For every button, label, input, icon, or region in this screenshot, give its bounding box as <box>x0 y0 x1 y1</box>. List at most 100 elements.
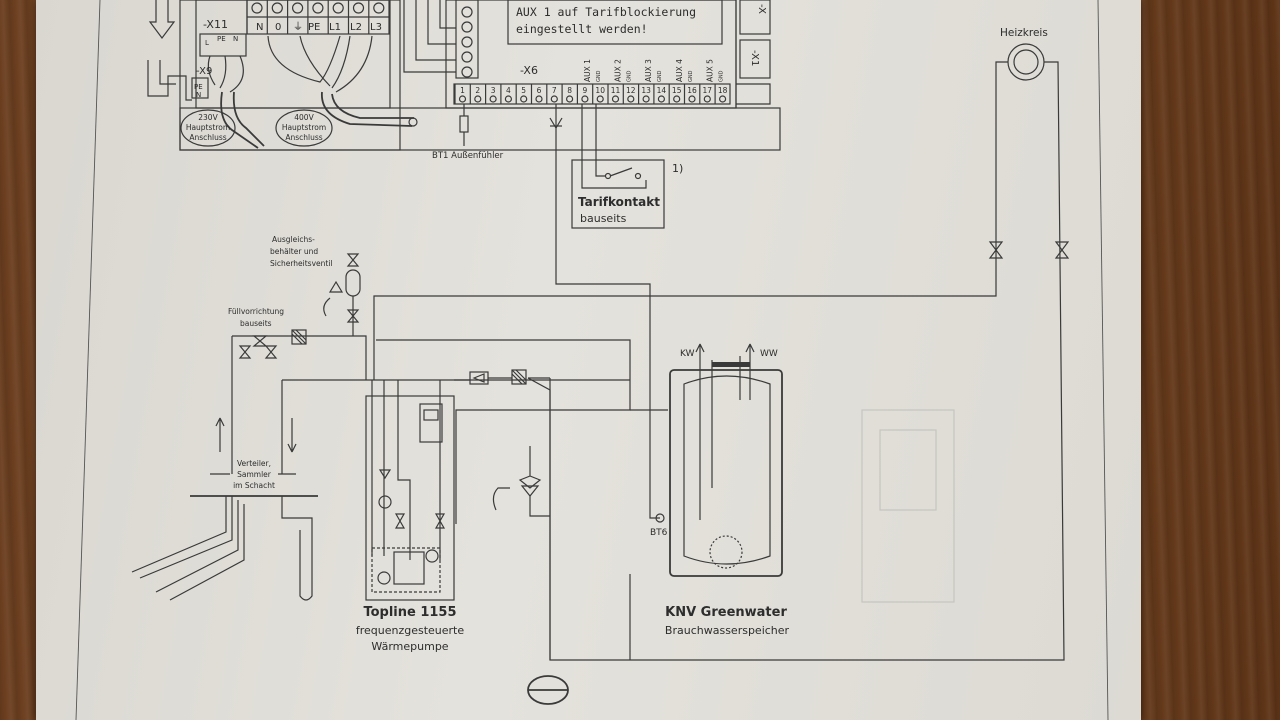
terminal-screw-icon <box>271 2 283 14</box>
power-cables <box>220 91 418 149</box>
x6-terminal-number: 15 <box>672 86 682 95</box>
terminal-screw-icon <box>565 95 574 103</box>
connector-x1-label: -X1 <box>749 50 760 66</box>
fuell-line2: bauseits <box>240 319 272 328</box>
x9-label-pe: PE <box>194 83 203 91</box>
valve-icon <box>988 241 1004 259</box>
x6-terminal-number: 17 <box>703 86 713 95</box>
terminal-screw-icon <box>352 2 365 14</box>
heat-pump-unit: Topline 1155 frequenzgesteuerte Wärmepum… <box>356 380 465 653</box>
x6-terminal-number: 1 <box>460 86 465 95</box>
x6-terminal-number: 12 <box>626 86 636 95</box>
control-panel-icon <box>419 403 443 443</box>
aux-label: AUX 4 <box>675 59 684 82</box>
terminal-screw-icon <box>520 95 528 103</box>
terminal-screw-icon <box>642 95 650 103</box>
tank-ww-label: WW <box>760 349 778 359</box>
terminal-screw-icon <box>461 21 473 33</box>
heizkreis-label: Heizkreis <box>1000 27 1048 39</box>
ground-loop-pipes <box>131 496 245 601</box>
collector-pipe <box>281 496 313 601</box>
arrow-down-icon <box>148 0 176 39</box>
terminal-screw-icon <box>292 2 304 14</box>
pump-icon <box>378 495 392 509</box>
switch-icon <box>609 167 633 177</box>
safety-valve-icon <box>323 280 344 317</box>
note-line2: eingestellt werden! <box>516 22 648 36</box>
terminal-screw-icon <box>461 36 473 48</box>
terminal-screw-icon <box>373 2 385 14</box>
verteiler-line2: Sammler <box>237 470 272 479</box>
x6-terminal-number: 7 <box>552 86 557 95</box>
heat-exchanger-icon <box>393 551 425 585</box>
tank-kw-label: KW <box>680 349 695 359</box>
x6-terminal-number: 3 <box>491 86 496 95</box>
valve-icon <box>238 345 252 359</box>
expansion-vessel-group: Ausgleichs- behälter und Sicherheitsvent… <box>270 235 361 336</box>
power-230-line2: Anschluss <box>189 133 226 142</box>
x6-terminal-number: 5 <box>521 86 526 95</box>
note-line1: AUX 1 auf Tarifblockierung <box>516 5 696 19</box>
heat-pump-line1: frequenzgesteuerte <box>356 624 465 637</box>
connector-x-label: -X <box>756 4 767 14</box>
terminal-x6-id: -X6 <box>520 64 538 77</box>
sensor-bt1: BT1 Außenfühler <box>432 104 504 161</box>
ausgleich-line3: Sicherheitsventil <box>270 259 333 268</box>
aux-label: AUX 1 <box>583 59 592 82</box>
x9-label-n: N <box>196 91 201 99</box>
tarifkontakt-subtitle: bauseits <box>580 212 627 225</box>
terminal-x11-id: -X11 <box>203 18 228 31</box>
terminal-screw-icon <box>251 2 263 14</box>
power-230v-label: 230V Hauptstrom Anschluss <box>180 109 236 147</box>
hot-water-pipes <box>376 339 668 705</box>
terminal-screw-icon <box>581 95 589 103</box>
controller-box: AUX 1 auf Tarifblockierung eingestellt w… <box>179 0 781 151</box>
x11-label-l1: L1 <box>329 22 341 33</box>
fill-device: Füllvorrichtung bauseits <box>228 307 367 474</box>
x6-terminal-number: 18 <box>718 86 728 95</box>
page-border-right <box>1097 0 1109 720</box>
valve-icon <box>394 513 406 529</box>
aux-label: AUX 3 <box>644 59 653 82</box>
power-230-voltage: 230V <box>198 113 218 122</box>
hot-water-tank: KW WW BT6 KNV Greenwater Brauchwasserspe… <box>650 343 790 637</box>
terminal-x11: -X11 N 0 ⏚ PE L1 L2 L3 L PE N <box>199 0 390 93</box>
power-400-line1: Hauptstrom <box>282 123 326 132</box>
tank-title: KNV Greenwater <box>665 605 787 620</box>
terminal-screw-icon <box>718 95 727 103</box>
ground-collector: Verteiler, Sammler im Schacht <box>131 379 630 601</box>
x11-label-l2: L2 <box>350 22 362 33</box>
power-400-line2: Anschluss <box>285 133 322 142</box>
valve-icon <box>346 309 360 323</box>
arrow-down-icon <box>287 418 297 453</box>
terminal-screw-icon <box>458 95 467 103</box>
terminal-screw-icon <box>535 95 543 103</box>
terminal-x9-id: -X9 <box>196 66 212 77</box>
gnd-label: GND <box>627 70 633 82</box>
x6-terminal-number: 9 <box>583 86 588 95</box>
heat-pump-title: Topline 1155 <box>363 605 456 620</box>
x6-terminal-number: 14 <box>657 86 667 95</box>
arrow-up-icon <box>695 343 705 354</box>
filter-icon <box>511 369 527 385</box>
tarifkontakt-box: 1) Tarifkontakt bauseits <box>571 159 683 229</box>
valve-icon <box>346 253 360 267</box>
control-wires <box>549 104 660 519</box>
terminal-screw-icon <box>550 95 558 103</box>
gnd-label: GND <box>657 70 663 82</box>
fuell-line1: Füllvorrichtung <box>228 307 284 316</box>
aux-label: AUX 2 <box>614 59 623 82</box>
valve-icon <box>1054 241 1070 259</box>
x6-terminal-number: 16 <box>687 86 697 95</box>
tarifkontakt-footnote: 1) <box>672 162 683 175</box>
x6-terminal-number: 2 <box>475 86 480 95</box>
terminal-screw-icon <box>461 51 473 63</box>
x6-terminal-number: 13 <box>641 86 651 95</box>
check-valve-icon <box>469 371 489 385</box>
tank-bt6-label: BT6 <box>650 528 668 538</box>
ausgleich-line1: Ausgleichs- <box>272 235 315 244</box>
paper-sheet <box>36 0 1141 720</box>
safety-valve-icon <box>518 446 542 489</box>
verteiler-line1: Verteiler, <box>237 459 271 468</box>
x6-terminal-number: 11 <box>611 86 621 95</box>
